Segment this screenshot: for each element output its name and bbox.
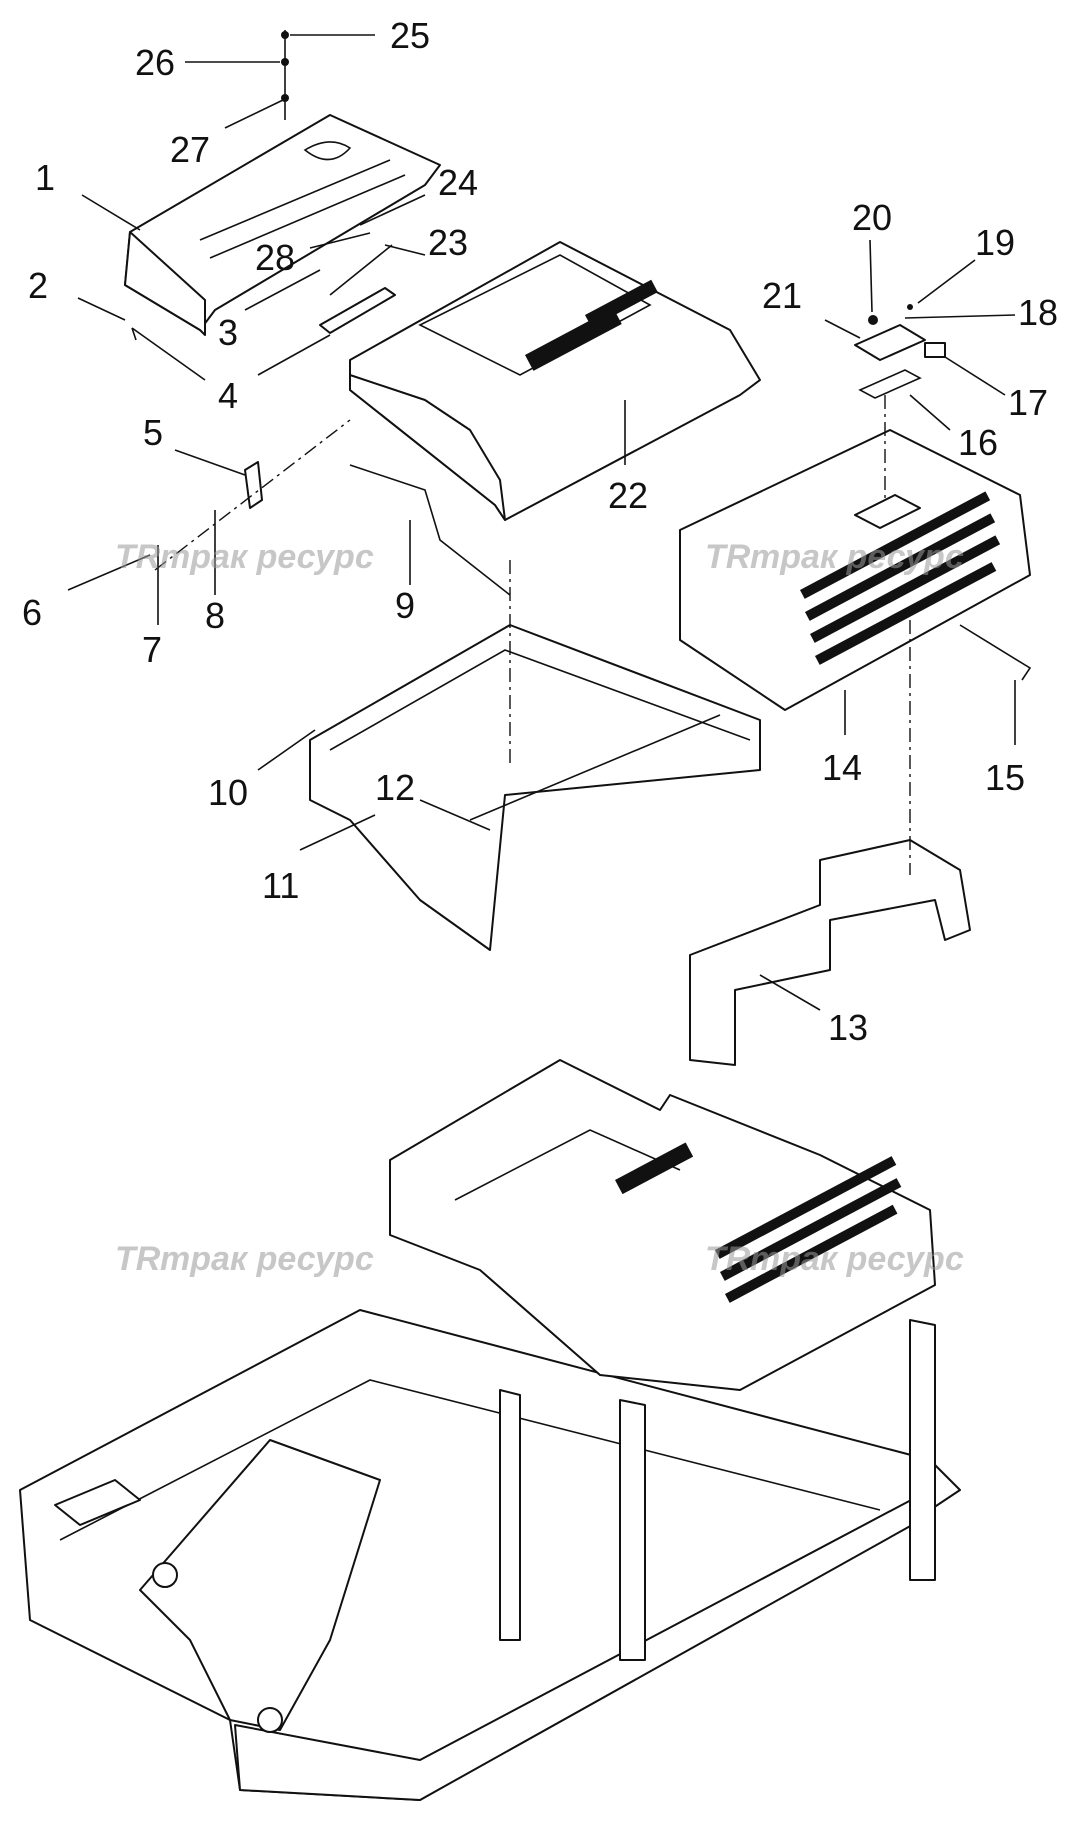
callout-3: 3 [218, 312, 238, 353]
callout-1: 1 [35, 157, 55, 198]
watermark-2: TR трак ресурс [705, 538, 964, 576]
callout-24: 24 [438, 162, 478, 203]
callout-labels: 1 2 3 4 5 6 7 8 9 10 11 12 13 14 15 16 1… [22, 15, 1058, 1048]
callout-13: 13 [828, 1007, 868, 1048]
callout-18: 18 [1018, 292, 1058, 333]
parts-16-21-hardware [854, 304, 946, 399]
callout-19: 19 [975, 222, 1015, 263]
part-13-rear-panel [689, 839, 971, 1066]
callout-22: 22 [608, 475, 648, 516]
callout-17: 17 [1008, 382, 1048, 423]
hardware-25-27 [281, 30, 289, 120]
callout-14: 14 [822, 747, 862, 788]
callout-7: 7 [142, 629, 162, 670]
assembled-machine [19, 1059, 961, 1801]
watermark-logo: TR [705, 538, 751, 576]
callout-21: 21 [762, 275, 802, 316]
callout-6: 6 [22, 592, 42, 633]
assembly-lines [154, 395, 911, 875]
machine-grille [614, 1142, 902, 1303]
callout-9: 9 [395, 585, 415, 626]
callout-12: 12 [375, 767, 415, 808]
watermark-logo: TR [705, 1240, 751, 1278]
part-14-rear-hood [679, 429, 1031, 711]
part-5-latch [244, 461, 263, 509]
watermark-logo: TR [115, 538, 161, 576]
callout-25: 25 [390, 15, 430, 56]
callout-20: 20 [852, 197, 892, 238]
part-2-rod [131, 327, 206, 381]
callout-28: 28 [255, 237, 295, 278]
hood-grille-14 [800, 491, 1001, 665]
watermark-4: TR трак ресурс [705, 1240, 964, 1278]
callout-11: 11 [262, 865, 299, 906]
callout-8: 8 [205, 595, 225, 636]
part-9-cable [349, 464, 511, 596]
callout-16: 16 [958, 422, 998, 463]
part-22-main-hood [349, 241, 761, 521]
part-1-small-cover [124, 114, 441, 336]
callout-23: 23 [428, 222, 468, 263]
part-4-23-linkage [319, 244, 396, 334]
callout-26: 26 [135, 42, 175, 83]
part-15-rod [959, 624, 1032, 681]
callout-10: 10 [208, 772, 248, 813]
watermark-3: TR трак ресурс [115, 1240, 374, 1278]
watermark-text: трак ресурс [160, 538, 374, 576]
callout-15: 15 [985, 757, 1025, 798]
watermarks: TR трак ресурс TR трак ресурс TR трак ре… [115, 538, 964, 1278]
watermark-logo: TR [115, 1240, 161, 1278]
watermark-text: трак ресурс [750, 1240, 964, 1278]
watermark-text: трак ресурс [750, 538, 964, 576]
part-10-12-frame [309, 624, 761, 951]
hood-grille-22 [525, 279, 658, 371]
callout-5: 5 [143, 412, 163, 453]
callout-27: 27 [170, 129, 210, 170]
watermark-text: трак ресурс [160, 1240, 374, 1278]
leader-lines [67, 34, 1016, 1011]
callout-4: 4 [218, 375, 238, 416]
callout-2: 2 [28, 265, 48, 306]
watermark-1: TR трак ресурс [115, 538, 374, 576]
